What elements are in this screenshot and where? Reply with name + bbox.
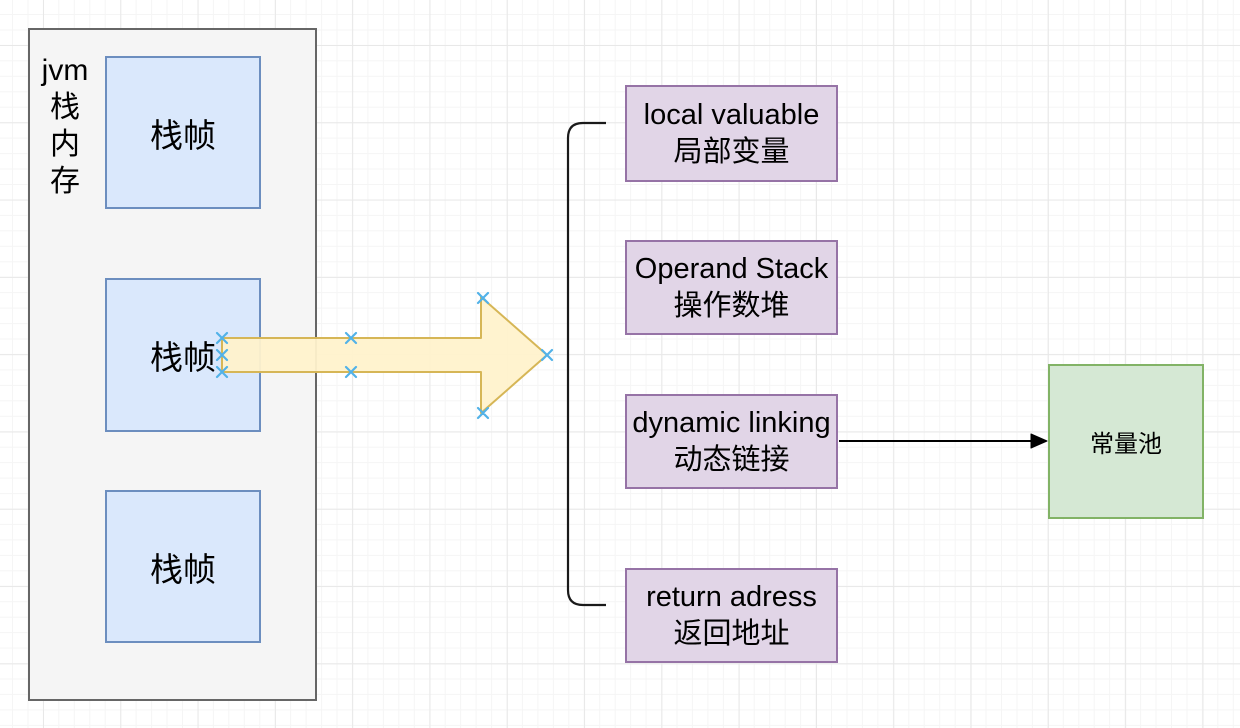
dynamic-linking-to-constant-pool-arrow[interactable]: [839, 433, 1048, 449]
detail-node-operand-stack[interactable]: Operand Stack 操作数堆: [625, 240, 838, 335]
stack-frame-label: 栈帧: [150, 550, 216, 588]
detail-subtitle: 返回地址: [673, 617, 790, 650]
detail-subtitle: 局部变量: [673, 135, 790, 168]
arrow-head-icon: [1030, 433, 1048, 449]
detail-title: return adress: [646, 580, 817, 613]
grouping-bracket[interactable]: [566, 121, 606, 607]
detail-node-dynamic-linking[interactable]: dynamic linking 动态链接: [625, 394, 838, 489]
stack-frame-node-bottom[interactable]: 栈帧: [105, 490, 261, 643]
detail-node-return-address[interactable]: return adress 返回地址: [625, 568, 838, 663]
detail-title: local valuable: [643, 98, 820, 131]
detail-title: dynamic linking: [632, 406, 831, 439]
constant-pool-node[interactable]: 常量池: [1048, 364, 1204, 519]
detail-subtitle: 动态链接: [673, 443, 790, 476]
stack-frame-label: 栈帧: [150, 116, 216, 154]
stack-frame-label: 栈帧: [150, 339, 216, 376]
detail-node-local-variables[interactable]: local valuable 局部变量: [625, 85, 838, 182]
stack-frame-node-top[interactable]: 栈帧: [105, 56, 261, 209]
jvm-stack-memory-label: jvm 栈 内 存: [41, 54, 89, 198]
constant-pool-label: 常量池: [1090, 431, 1162, 458]
detail-subtitle: 操作数堆: [673, 289, 790, 322]
stack-frame-node-middle[interactable]: 栈帧: [105, 278, 261, 432]
detail-title: Operand Stack: [634, 252, 829, 285]
